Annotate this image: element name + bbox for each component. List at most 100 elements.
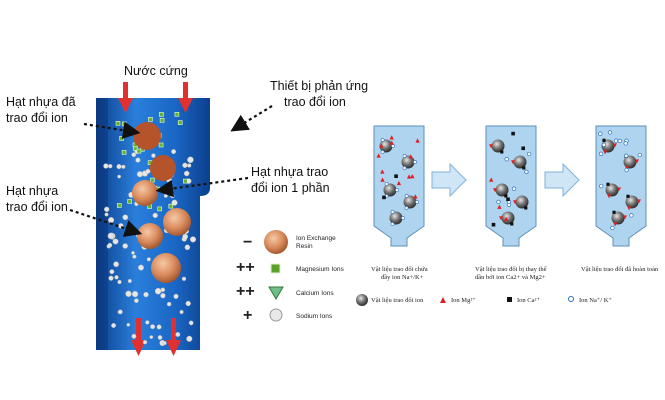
mg-ion — [396, 180, 402, 186]
mg-ion — [413, 194, 418, 199]
sodium-ion-dot — [138, 264, 144, 271]
resin-material-bead — [611, 211, 625, 225]
ca-ion — [524, 206, 528, 210]
sodium-ion-dot — [134, 298, 139, 304]
mg-ion — [489, 144, 494, 149]
na-ion — [395, 188, 399, 192]
sodium-ion-dot — [169, 193, 175, 198]
ca-ion — [626, 194, 630, 198]
mg-ion — [408, 154, 413, 159]
legend-sign-resin: − — [243, 234, 252, 251]
na-ion — [390, 222, 395, 226]
resin-material-bead — [623, 155, 637, 169]
resin-material-bead — [513, 155, 527, 169]
resin-material-bead — [515, 195, 529, 209]
sodium-ion-dot — [131, 290, 139, 298]
right-legend: Vật liệu trao đổi ion Ion Mg²⁺ Ion Ca²⁺ … — [356, 294, 612, 306]
sodium-ion-dot — [116, 164, 122, 170]
mg-ion — [379, 143, 384, 148]
sodium-ion-dot — [188, 320, 194, 326]
exchanged-resin-label-line2: trao đổi ion — [6, 111, 68, 125]
mg-ion — [612, 143, 617, 148]
legend-calcium: Calcium Ions — [296, 290, 334, 297]
ca-ion — [382, 195, 386, 200]
sodium-ion-dot — [122, 243, 128, 249]
mg-ion — [634, 159, 639, 164]
sodium-ion-dot — [111, 323, 117, 328]
sodium-ion-dot — [163, 193, 168, 198]
sodium-ion-dot — [162, 341, 167, 346]
resin-material-bead — [383, 183, 397, 197]
sodium-ion-dot — [121, 164, 126, 169]
ca-ion — [504, 194, 508, 198]
sodium-ion-dot — [109, 269, 115, 275]
exchange-stage-columns — [373, 125, 647, 247]
resin-bead — [163, 208, 191, 236]
resin-bead — [151, 253, 181, 283]
sodium-ion-dot — [131, 152, 137, 158]
sodium-ion-dot — [108, 164, 113, 169]
resin-material-bead — [605, 183, 619, 197]
legend-sodium: Sodium Ions — [296, 313, 333, 320]
legend-sign-calcium: ++ — [236, 283, 255, 300]
sodium-ion-dot — [152, 212, 158, 219]
na-ion — [629, 213, 634, 218]
sodium-ion-dot — [126, 322, 131, 327]
sodium-ion-dot — [149, 335, 154, 339]
magnesium-ion-dot — [136, 148, 142, 154]
na-ion — [607, 130, 613, 135]
mg-ion — [511, 160, 516, 165]
sodium-ion-dot — [173, 293, 179, 299]
na-ion — [384, 181, 389, 186]
resin-material-bead — [379, 139, 393, 153]
stage-column-1 — [373, 125, 425, 247]
na-ion — [598, 151, 604, 156]
stage-column-2 — [485, 125, 537, 247]
sodium-ion-dot — [122, 214, 129, 221]
sodium-ion-dot — [184, 244, 191, 251]
ca-ion — [612, 210, 616, 214]
na-ion — [413, 160, 417, 164]
na-legend-icon — [568, 296, 574, 302]
ca-ion — [506, 197, 510, 202]
ca-ion — [500, 150, 504, 154]
mg-ion — [603, 150, 608, 155]
magnesium-ion-dot — [148, 117, 153, 122]
hard-water-label: Nước cứng — [124, 64, 188, 78]
ca-ion — [522, 166, 526, 170]
sodium-ion-dot — [125, 290, 132, 297]
magnesium-ion-dot — [119, 136, 124, 141]
sodium-ion-dot — [146, 257, 151, 262]
exchanged-resin-pointer — [83, 121, 141, 139]
sodium-ion-dot — [112, 238, 119, 245]
na-ion — [624, 153, 629, 158]
reactor-pointer — [230, 105, 273, 132]
sodium-ion-dot — [132, 254, 137, 259]
na-ion — [599, 183, 604, 189]
na-ion — [624, 167, 629, 173]
magnesium-ion-dot — [174, 112, 180, 117]
mg-ion — [380, 177, 385, 182]
sodium-ion-dot — [113, 261, 119, 268]
sodium-ion-dot — [181, 276, 187, 281]
mg-ion — [415, 138, 420, 143]
ca-legend-icon — [507, 297, 512, 302]
magnesium-ion-dot — [159, 112, 164, 117]
resin-beads — [132, 122, 191, 283]
partial-resin-label-line2: đổi ion 1 phần — [251, 181, 330, 195]
magnesium-ion-dot — [117, 203, 122, 208]
resin-material-legend-icon — [356, 294, 368, 306]
sodium-ion-dot — [186, 335, 193, 342]
legend-mg: Ion Mg²⁺ — [451, 297, 476, 304]
sodium-ion-dot — [156, 324, 162, 330]
sodium-ion-dot — [127, 278, 132, 284]
ca-ion — [602, 138, 606, 142]
mg-ion — [389, 135, 394, 140]
mg-ion — [499, 216, 504, 221]
legend-resin-line1: Ion Exchange — [296, 235, 336, 242]
stage1-caption-line2: đầy ion Na+/K+ — [381, 274, 424, 281]
sodium-ion-dot — [114, 275, 119, 280]
exchanged-resin-label-line1: Hạt nhựa đã — [6, 95, 76, 109]
magnesium-ion-dot — [121, 121, 127, 127]
sodium-ion-dot — [175, 332, 181, 337]
